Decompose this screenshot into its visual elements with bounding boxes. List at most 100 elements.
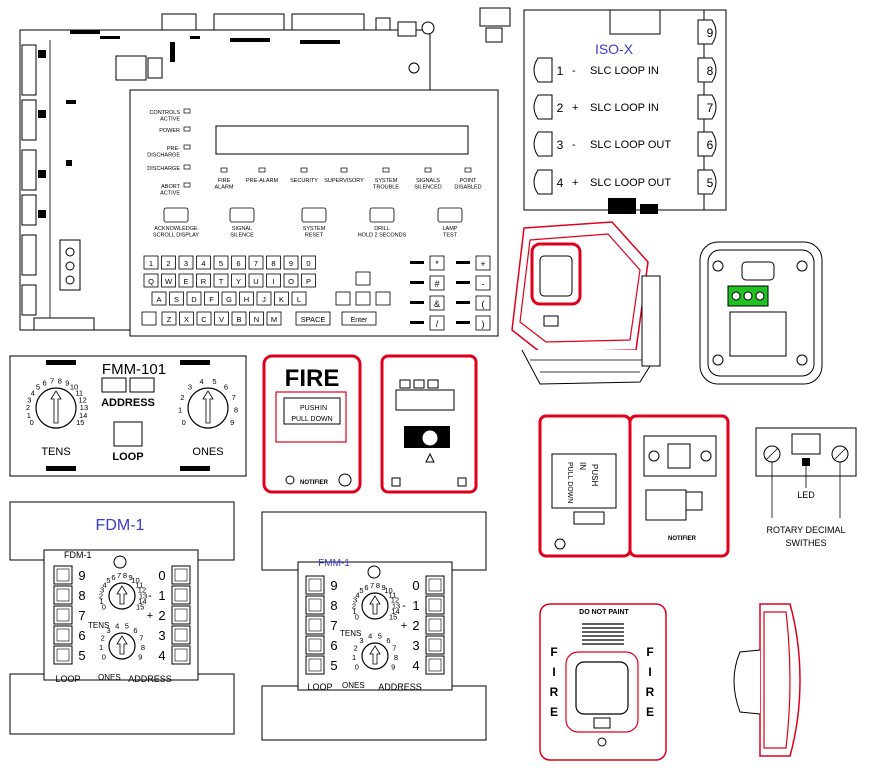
fdm-1-tens-tick-8: 8 xyxy=(123,571,127,580)
left-terminal-strip xyxy=(21,44,76,316)
strobe-right-letter-0: F xyxy=(646,645,653,659)
key-K[interactable] xyxy=(274,291,289,306)
key-U[interactable] xyxy=(248,273,264,288)
panel-button-lamp-test[interactable] xyxy=(437,207,463,223)
key-space[interactable] xyxy=(295,311,331,326)
fmm-1-ones-tick-6: 6 xyxy=(386,636,390,645)
key-H[interactable] xyxy=(239,291,254,306)
fdm-1-left-num-5: 5 xyxy=(78,648,85,663)
arrow-key-1[interactable] xyxy=(335,291,351,306)
fmm-1-tens-tick-5: 5 xyxy=(359,586,363,595)
symbol-key-3[interactable] xyxy=(475,275,491,291)
iso-right-num-5: 5 xyxy=(707,176,714,190)
key-X[interactable] xyxy=(179,311,194,326)
key-J[interactable] xyxy=(256,291,272,306)
key-V[interactable] xyxy=(214,311,229,326)
arrow-key-3[interactable] xyxy=(375,291,391,306)
iso-right-terminal-6 xyxy=(697,131,717,157)
key-O[interactable] xyxy=(283,273,299,288)
key-label-6: 6 xyxy=(236,259,240,268)
key-7[interactable] xyxy=(248,255,264,270)
fmm-1-tens-tick-12: 12 xyxy=(391,596,399,605)
terminal-stack xyxy=(33,239,95,331)
panel-button-system-reset[interactable] xyxy=(301,207,327,223)
fmm-1-ones-tick-2: 2 xyxy=(354,644,358,653)
panel-button-acknowledge[interactable] xyxy=(163,207,189,223)
key-2[interactable] xyxy=(161,255,176,270)
strobe-left-letter-1: I xyxy=(552,665,555,679)
symbol-key-label-0: * xyxy=(435,259,439,269)
iso-right-terminal-8 xyxy=(697,57,717,83)
fmm-1-right-num-2: 2 xyxy=(412,618,419,633)
key-9[interactable] xyxy=(283,255,299,270)
key-M[interactable] xyxy=(266,311,282,326)
rotary-decimal-panel: LED ROTARY DECIMAL SWITHES xyxy=(755,427,857,548)
strobe-left-letter-3: E xyxy=(550,705,558,719)
panel-button-drill[interactable] xyxy=(369,207,395,223)
key-1[interactable] xyxy=(143,255,159,270)
fmm-1-tens: TENS xyxy=(340,629,361,638)
fdm-1-left-num-6: 6 xyxy=(78,628,85,643)
panel-button-signal-silence[interactable] xyxy=(229,207,255,223)
key-5[interactable] xyxy=(213,255,229,270)
fmm-1-left-num-8: 8 xyxy=(330,598,337,613)
key-label-N: N xyxy=(254,315,259,324)
fdm-1-small-title: FDM-1 xyxy=(64,550,92,560)
key-label-7: 7 xyxy=(254,259,258,268)
symbol-key-label-5: ( xyxy=(482,299,485,309)
key-enter[interactable] xyxy=(341,311,377,326)
symbol-key-label-2: # xyxy=(434,279,439,289)
rotary-led-label: LED xyxy=(797,490,815,500)
key-B[interactable] xyxy=(231,311,247,326)
key-L[interactable] xyxy=(291,291,307,306)
key-T[interactable] xyxy=(213,273,229,288)
indicator-led-system-trouble xyxy=(382,167,390,173)
key-G[interactable] xyxy=(221,291,237,306)
fdm-1-tens-tick-7: 7 xyxy=(117,571,121,580)
key-Y[interactable] xyxy=(231,273,246,288)
key-R[interactable] xyxy=(196,273,211,288)
fdm-1-tens-tick-9: 9 xyxy=(128,573,132,582)
arrow-key-0[interactable] xyxy=(355,271,371,286)
pull-station-title: FIRE xyxy=(285,365,340,392)
key-6[interactable] xyxy=(231,255,246,270)
key-W[interactable] xyxy=(161,273,176,288)
key-N[interactable] xyxy=(249,311,264,326)
fdm-1-tens-tick-4: 4 xyxy=(103,580,107,589)
key-label-8: 8 xyxy=(271,259,275,268)
key-P[interactable] xyxy=(301,273,316,288)
iso-right-num-8: 8 xyxy=(707,64,714,78)
fmm-1-left-num-5: 5 xyxy=(330,658,337,673)
symbol-key-dash-4 xyxy=(410,301,424,304)
fmm-101-ones-tick-5: 5 xyxy=(212,377,216,386)
key-F[interactable] xyxy=(204,291,219,306)
symbol-key-0[interactable] xyxy=(429,255,445,271)
fdm-1-tens-tick-6: 6 xyxy=(111,573,115,582)
key-Z[interactable] xyxy=(161,311,177,326)
symbol-key-6[interactable] xyxy=(429,315,445,331)
arrow-key-2[interactable] xyxy=(355,291,371,306)
symbol-key-1[interactable] xyxy=(475,255,491,271)
key-label-V: V xyxy=(219,315,224,324)
key-C[interactable] xyxy=(196,311,212,326)
key-label-4: 4 xyxy=(201,259,205,268)
key-Q[interactable] xyxy=(143,273,159,288)
key-A[interactable] xyxy=(151,291,167,306)
key-I[interactable] xyxy=(266,273,281,288)
key-menu[interactable] xyxy=(141,311,157,326)
fdm-1-right-sign-2: + xyxy=(147,610,153,622)
key-E[interactable] xyxy=(178,273,194,288)
key-D[interactable] xyxy=(186,291,202,306)
symbol-key-2[interactable] xyxy=(429,275,445,291)
key-S[interactable] xyxy=(169,291,184,306)
key-4[interactable] xyxy=(196,255,211,270)
key-0[interactable] xyxy=(301,255,316,270)
key-8[interactable] xyxy=(266,255,281,270)
symbol-key-5[interactable] xyxy=(475,295,491,311)
symbol-key-4[interactable] xyxy=(429,295,445,311)
symbol-key-7[interactable] xyxy=(475,315,491,331)
fdm-1-tens: TENS xyxy=(88,621,109,630)
key-3[interactable] xyxy=(178,255,194,270)
